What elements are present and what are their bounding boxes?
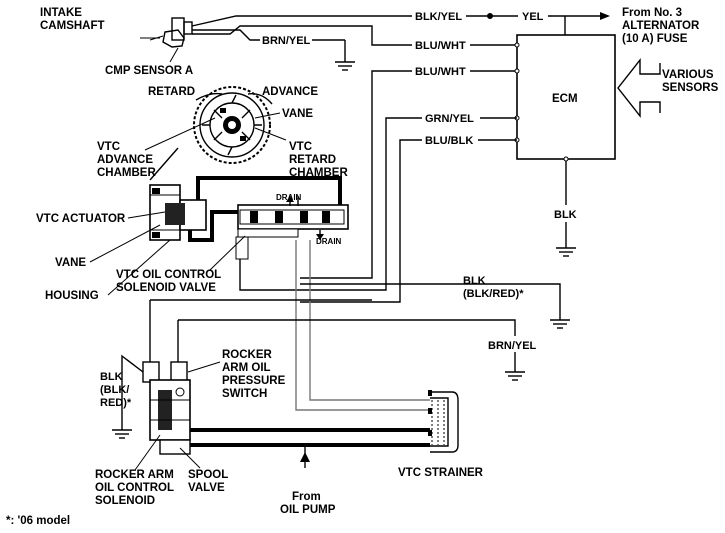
vtc-oil-control-solenoid-label: VTC OIL CONTROL SOLENOID VALVE <box>116 269 224 294</box>
advance-label: ADVANCE <box>262 86 318 98</box>
wire-label-brn-yel-bottom: BRN/YEL <box>488 340 537 352</box>
rocker-arm-oil-pressure-switch-label: ROCKER ARM OIL PRESSURE SWITCH <box>222 349 288 400</box>
vane-label: VANE <box>55 257 86 269</box>
arrow-icon <box>300 452 310 462</box>
intake-camshaft-label: INTAKE CAMSHAFT <box>40 7 105 32</box>
ground-icon <box>335 61 355 71</box>
cmp-sensor-label: CMP SENSOR A <box>105 65 193 77</box>
wire-blk-yel-run <box>191 15 412 27</box>
from-alternator-fuse-label: From No. 3 ALTERNATOR (10 A) FUSE <box>622 7 703 45</box>
ground-icon <box>505 371 525 381</box>
vtc-oil-control-solenoid-valve <box>235 196 349 260</box>
wire-blu-wht-run-1 <box>192 25 412 46</box>
vtc-retard-chamber-label: VTC RETARD CHAMBER <box>289 141 348 179</box>
vtc-sprocket-cutaway <box>193 86 271 164</box>
wire-label-blu-wht-1: BLU/WHT <box>415 40 466 52</box>
spool-valve-label: SPOOL VALVE <box>188 469 231 494</box>
footnote-label: *: '06 model <box>6 515 70 527</box>
ground-icon <box>550 319 570 329</box>
arrow-icon <box>316 234 324 240</box>
retard-label: RETARD <box>148 86 195 98</box>
arrow-icon <box>286 196 294 202</box>
oil-passage-retard <box>188 210 240 242</box>
blk-red-right-label: BLK (BLK/RED)* <box>463 275 524 300</box>
ecm-box <box>516 34 616 160</box>
rocker-arm-oil-control-solenoid <box>142 361 191 455</box>
oil-feed-line <box>295 240 430 411</box>
rocker-arm-oil-control-solenoid-label: ROCKER ARM OIL CONTROL SOLENOID <box>95 469 177 507</box>
blk-red-left-label: BLK (BLK/ RED)* <box>100 371 132 409</box>
ground-icon <box>556 247 576 257</box>
wire-label-blk-ecm: BLK <box>554 209 577 221</box>
vtc-actuator-label: VTC ACTUATOR <box>36 213 126 225</box>
vtc-advance-chamber-label: VTC ADVANCE CHAMBER <box>97 141 156 179</box>
from-oil-pump-label: From OIL PUMP <box>280 491 336 516</box>
cmp-sensor-a <box>140 17 193 63</box>
ecm-label: ECM <box>552 93 578 105</box>
various-sensors-arrow-icon <box>617 57 661 119</box>
oil-feed-line-2 <box>309 240 430 401</box>
oil-passage-advance <box>196 176 342 212</box>
wire-label-blu-blk: BLU/BLK <box>425 135 473 147</box>
wire-label-blk-yel: BLK/YEL <box>415 11 462 23</box>
arrow-icon <box>600 12 610 20</box>
splice-dot <box>487 13 493 19</box>
vtc-actuator <box>149 147 207 241</box>
wire-label-brn-yel-top: BRN/YEL <box>262 35 311 47</box>
vane-top-label: VANE <box>282 108 313 120</box>
housing-label: HOUSING <box>45 290 99 302</box>
wire-label-grn-yel: GRN/YEL <box>425 113 474 125</box>
vtc-strainer <box>428 390 459 453</box>
vtc-strainer-label: VTC STRAINER <box>398 467 484 479</box>
wire-brn-yel-run <box>192 29 260 41</box>
drain-top-label: DRAIN <box>276 193 302 202</box>
wire-label-yel: YEL <box>522 11 544 23</box>
wire-label-blu-wht-2: BLU/WHT <box>415 66 466 78</box>
drain-bottom-label: DRAIN <box>316 237 342 246</box>
ground-icon <box>112 429 132 439</box>
various-sensors-label: VARIOUS SENSORS <box>662 69 719 94</box>
